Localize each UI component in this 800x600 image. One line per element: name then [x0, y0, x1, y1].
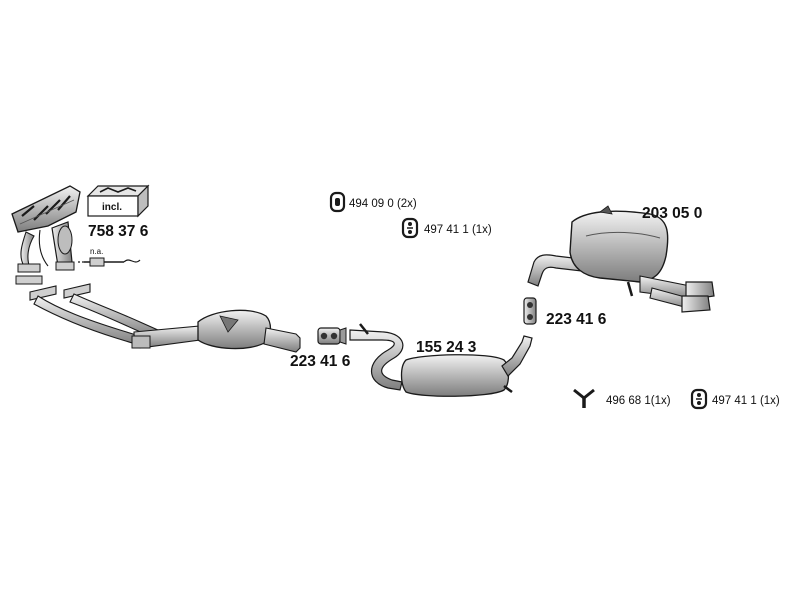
- rear-pipe-clamp[interactable]: [523, 297, 537, 325]
- rubber-mount-icon[interactable]: [329, 191, 346, 213]
- rubber-hanger-label-2: 497 41 1 (1x): [712, 395, 780, 407]
- middle-silencer-part-number: 155 24 3: [416, 339, 477, 356]
- rubber-hanger-icon-2[interactable]: [690, 388, 708, 410]
- y-bracket-label: 496 68 1(1x): [606, 395, 671, 407]
- front-clamp-part-number: 223 41 6: [290, 353, 351, 370]
- rubber-mount-label: 494 09 0 (2x): [349, 198, 417, 210]
- not-available-label: n.a.: [90, 247, 103, 256]
- front-pipe-with-catalyst[interactable]: [29, 283, 301, 353]
- exhaust-manifold[interactable]: [11, 185, 81, 285]
- pre-catalytic-converter[interactable]: [51, 221, 75, 271]
- manifold-part-number: 758 37 6: [88, 223, 149, 240]
- y-bracket-icon[interactable]: [573, 388, 595, 408]
- front-pipe-clamp[interactable]: [317, 327, 347, 345]
- rear-silencer[interactable]: [527, 205, 715, 313]
- rear-silencer-part-number: 203 05 0: [642, 205, 702, 222]
- rubber-hanger-icon[interactable]: [401, 217, 419, 239]
- included-gasket-box[interactable]: incl.: [86, 184, 150, 218]
- rear-clamp-part-number: 223 41 6: [546, 311, 607, 328]
- incl-label: incl.: [102, 202, 122, 213]
- middle-silencer[interactable]: [349, 323, 533, 397]
- rubber-hanger-label: 497 41 1 (1x): [424, 224, 492, 236]
- lambda-sensor[interactable]: [76, 257, 141, 267]
